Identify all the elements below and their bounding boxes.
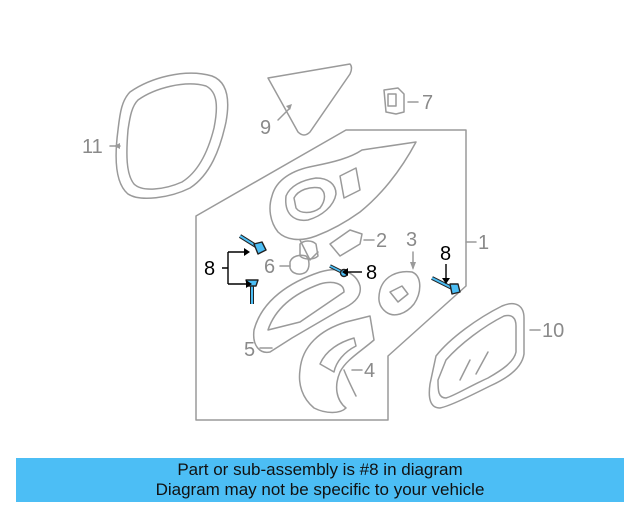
callout-1: 1: [478, 232, 489, 254]
callout-6: 6: [264, 256, 275, 278]
part-9-triangle-cover: [267, 63, 353, 136]
callout-5: 5: [244, 339, 255, 361]
part-8-screw-right: [431, 276, 461, 295]
callout-3: 3: [406, 229, 417, 251]
parts-diagram: 1 2 3 4 5 6 7 8 8 8 9 10 11: [82, 63, 564, 421]
banner-line-1: Part or sub-assembly is #8 in diagram: [177, 460, 463, 479]
banner-line-2: Diagram may not be specific to your vehi…: [155, 480, 485, 499]
part-10-mirror-glass: [428, 302, 541, 409]
callout-11: 11: [82, 136, 103, 158]
info-banner: Part or sub-assembly is #8 in diagram Di…: [16, 458, 624, 502]
callout-9: 9: [260, 117, 271, 139]
part-5-base-plate: [252, 268, 362, 354]
mirror-housing: [269, 141, 417, 261]
callout-4: 4: [364, 360, 375, 382]
part-3-motor: [378, 251, 421, 316]
callout-7: 7: [422, 92, 433, 114]
callout-8-left: 8: [204, 258, 215, 280]
part-6-knob: [279, 254, 310, 275]
callout-8-right: 8: [440, 243, 451, 265]
leader-8-bracket: [222, 251, 246, 285]
part-8-screw-upper: [238, 234, 267, 255]
part-11-mirror-cover: [109, 72, 229, 199]
part-7-clip: [383, 87, 419, 115]
callout-2: 2: [376, 230, 387, 252]
callout-10: 10: [542, 320, 564, 342]
part-4-lower-bracket: [298, 315, 375, 414]
part-2-bracket: [329, 229, 375, 257]
assembly-outline: [195, 129, 467, 421]
callout-8-middle: 8: [366, 262, 377, 284]
